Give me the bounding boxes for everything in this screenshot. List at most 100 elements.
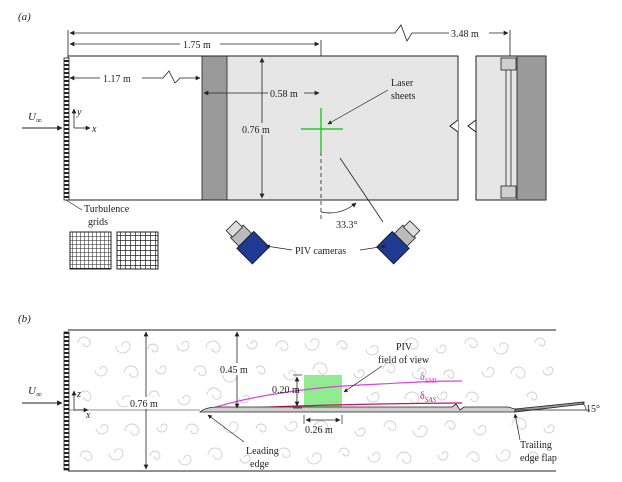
turbulence-swirl: [403, 337, 419, 350]
turbulence-swirl: [527, 451, 539, 461]
insert-section: [201, 55, 228, 201]
turbulence-swirl: [465, 391, 479, 403]
label-total-length: 3.48 m: [451, 29, 479, 40]
turbulence-swirl: [437, 451, 449, 461]
freestream-b: U∞: [28, 385, 42, 399]
turbulence-swirl: [542, 366, 554, 376]
piv-camera-left: [225, 220, 270, 265]
piv-camera-right: [376, 220, 421, 265]
turbulence-swirl: [155, 365, 167, 375]
turbulence-swirl: [254, 365, 266, 375]
turbulence-grid-coarse: [116, 231, 159, 270]
turbulence-swirl: [193, 365, 207, 377]
turbulence-swirl: [396, 451, 412, 464]
freestream-a: U∞: [28, 111, 42, 125]
camera-view-line: [339, 157, 384, 223]
turbulence-swirl: [493, 342, 509, 355]
flap-angle-arc: [581, 402, 587, 411]
axis-x-a: x: [91, 124, 97, 135]
turbulence-swirl: [255, 423, 267, 433]
label-laser-2: sheets: [391, 91, 416, 102]
turbulence-swirl: [526, 391, 538, 401]
turbulence-swirl: [94, 365, 108, 377]
turbulence-swirl: [543, 424, 555, 434]
label-height-b: 0.76 m: [130, 399, 158, 410]
turbulence-swirls: [77, 336, 555, 466]
turbulence-swirl: [464, 337, 478, 349]
turbulence-swirl: [115, 341, 131, 354]
piv-field-of-view: [304, 375, 342, 408]
turbulence-swirl: [223, 421, 239, 434]
turbulence-swirl: [367, 451, 381, 463]
turbulence-swirl: [124, 423, 140, 436]
dim-grid-to-insert: [69, 70, 201, 84]
dim-total-length: [69, 24, 509, 42]
panel-b-label: (b): [18, 313, 31, 325]
label-laser-distance: 1.75 m: [183, 40, 211, 51]
turbulence-swirl: [382, 362, 396, 374]
label-piv-2: field of view: [378, 355, 430, 366]
turbulence-swirl: [473, 424, 487, 436]
turbulence-swirl: [354, 427, 366, 437]
turbulence-swirl: [239, 454, 251, 464]
turbulence-swirl: [436, 391, 448, 401]
label-leading-1: Leading: [246, 446, 279, 457]
panel-a-label: (a): [18, 11, 31, 23]
label-height-a: 0.76 m: [242, 125, 270, 136]
turbulence-swirl: [156, 423, 168, 433]
label-turbulence-2: grids: [88, 217, 108, 228]
trailing-edge-flap: [514, 401, 585, 413]
turbulence-swirl: [246, 340, 258, 350]
turbulence-swirl: [207, 447, 223, 460]
label-piv-1: PIV: [396, 342, 413, 353]
label-trailing-2: edge flap: [520, 453, 557, 464]
turbulence-swirl: [365, 344, 379, 356]
axis-x-b: x: [85, 410, 91, 421]
break-symbol: [449, 56, 459, 200]
label-leading-2: edge: [250, 459, 269, 470]
label-piv-cameras: PIV cameras: [295, 246, 346, 257]
turbulence-swirl: [338, 447, 350, 457]
turbulence-swirl: [481, 366, 495, 378]
turbulence-swirl: [277, 447, 291, 459]
turbulence-swirl: [176, 340, 190, 352]
turbulence-swirl: [511, 417, 527, 430]
turbulence-swirl: [366, 391, 380, 403]
sml-curve: [203, 380, 463, 412]
axis-z-b: z: [76, 389, 81, 400]
label-delta-sas: δSAS: [420, 391, 436, 404]
turbulence-swirl: [306, 452, 322, 465]
turbulence-swirl: [206, 387, 222, 400]
turbulence-swirl: [435, 344, 447, 354]
flat-plate: [198, 403, 516, 413]
turbulence-swirl: [495, 449, 511, 462]
turbulence-swirl: [185, 423, 199, 435]
panel-b: (b) 15° 0.76 m 0.45 m 0.20 m 0.26 m: [18, 313, 600, 472]
turbulence-swirl: [205, 340, 221, 353]
turbulence-swirl: [510, 366, 526, 379]
label-angle: 33.3°: [336, 220, 358, 231]
turbulence-swirl: [147, 343, 159, 353]
label-turbulence-1: Turbulence: [84, 204, 130, 215]
turbulence-swirl: [353, 369, 365, 379]
turbulence-swirl: [108, 448, 124, 461]
turbulence-swirl: [313, 420, 329, 433]
label-probe-height: 0.45 m: [220, 365, 248, 376]
label-laser-1: Laser: [391, 78, 414, 89]
turbulence-swirl: [178, 454, 192, 466]
turbulence-swirl: [78, 390, 92, 402]
turbulence-swirl: [283, 369, 297, 381]
turbulence-swirl: [304, 338, 320, 351]
turbulence-grid-fine: [69, 231, 112, 270]
turbulence-swirl: [275, 340, 289, 352]
label-fov-width: 0.26 m: [305, 425, 333, 436]
turbulence-swirl: [443, 369, 455, 379]
turbulence-swirl: [123, 365, 139, 378]
label-trailing-1: Trailing: [520, 440, 552, 451]
turbulence-swirl: [534, 337, 546, 347]
label-fov-height: 0.20 m: [272, 385, 300, 396]
turbulence-swirl: [149, 450, 161, 460]
angle-arc: [320, 202, 357, 214]
label-insert-to-laser: 0.58 m: [270, 89, 298, 100]
